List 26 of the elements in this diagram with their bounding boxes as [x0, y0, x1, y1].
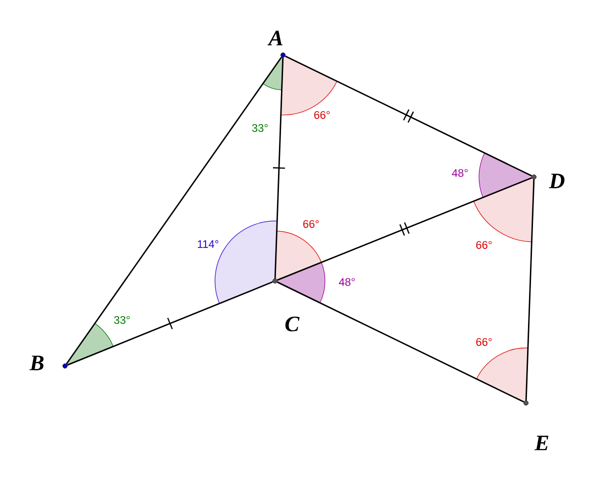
node-label: A — [268, 30, 282, 46]
node-label: B — [29, 356, 44, 370]
angle-label: 66° — [476, 241, 492, 249]
angle-label: 66° — [314, 111, 330, 119]
line-segment — [284, 55, 532, 177]
point: B — [29, 356, 68, 370]
line-segment — [66, 56, 282, 364]
angle-label: 114° — [198, 240, 218, 248]
angle-label: 33° — [114, 316, 130, 324]
point: C — [272, 278, 300, 332]
angle-label: 66° — [303, 220, 319, 228]
point: E — [524, 400, 548, 450]
angle-label: 48° — [452, 169, 468, 177]
node-label: C — [285, 316, 300, 332]
line-segment — [276, 281, 524, 403]
line-segment — [277, 177, 532, 281]
angle-label: 66° — [476, 338, 492, 346]
node-label: E — [534, 436, 548, 450]
line-segment — [525, 179, 535, 401]
line-segment — [67, 281, 273, 366]
angle-label: 33° — [252, 124, 268, 132]
angle-label: 48° — [338, 278, 355, 286]
line-segment — [274, 57, 284, 279]
node-label: D — [548, 174, 564, 188]
point: A — [268, 30, 286, 58]
point: D — [532, 174, 564, 188]
